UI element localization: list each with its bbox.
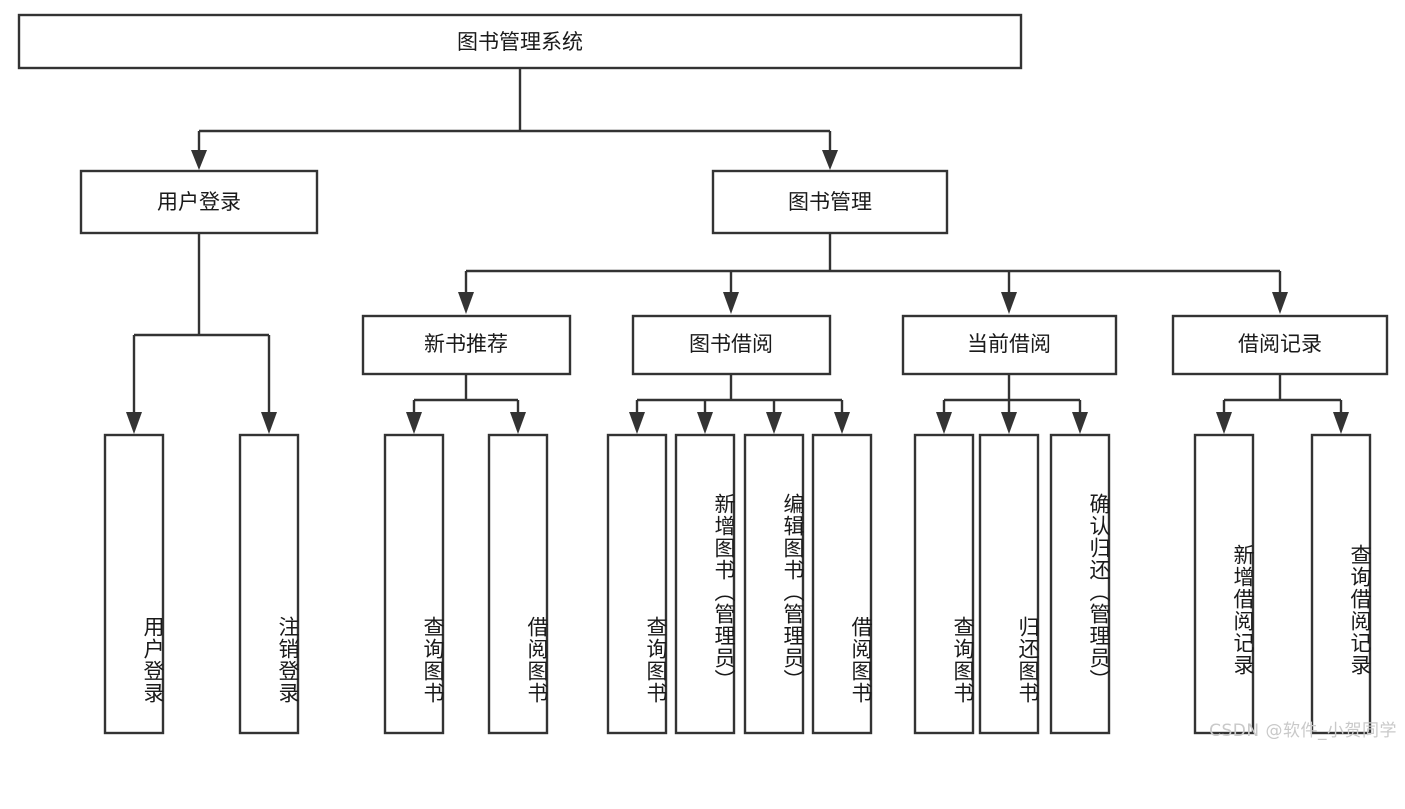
node-new-book-recommend-label: 新书推荐 xyxy=(424,332,508,356)
node-root-label: 图书管理系统 xyxy=(457,30,583,54)
node-book-borrow[interactable]: 图书借阅 xyxy=(631,314,832,376)
node-user-login[interactable]: 用户登录 xyxy=(79,169,319,235)
node-borrow-record[interactable]: 借阅记录 xyxy=(1171,314,1389,376)
arrow-head-leaf-borrow-book-1 xyxy=(510,412,526,434)
node-new-book-recommend[interactable]: 新书推荐 xyxy=(361,314,572,376)
arrow-head-leaf-edit-book xyxy=(766,412,782,434)
arrow-head-current-borrow xyxy=(1001,292,1017,314)
arrow-head-leaf-add-record xyxy=(1216,412,1232,434)
arrow-head-new-book-recommend xyxy=(458,292,474,314)
node-user-login-label: 用户登录 xyxy=(157,190,241,214)
leaf-box-add-record[interactable] xyxy=(1193,433,1255,735)
node-book-manage-box[interactable] xyxy=(711,169,949,235)
arrow-head-leaf-user-logout xyxy=(261,412,277,434)
node-book-borrow-label: 图书借阅 xyxy=(689,332,773,356)
leaf-box-query-book-2[interactable] xyxy=(606,433,668,735)
arrow-head-leaf-query-book-3 xyxy=(936,412,952,434)
arrow-head-leaf-query-book-1 xyxy=(406,412,422,434)
leaf-boxes-group xyxy=(103,433,1372,735)
arrow-head-leaf-query-record xyxy=(1333,412,1349,434)
node-user-login-box[interactable] xyxy=(79,169,319,235)
arrow-head-leaf-confirm-return xyxy=(1072,412,1088,434)
node-book-manage-label: 图书管理 xyxy=(788,190,872,214)
arrow-head-book-manage xyxy=(822,150,838,170)
node-current-borrow-box[interactable] xyxy=(901,314,1118,376)
node-root-box[interactable] xyxy=(17,13,1023,70)
leaf-box-add-book[interactable] xyxy=(674,433,736,735)
arrow-head-book-borrow xyxy=(723,292,739,314)
leaf-box-user-logout[interactable] xyxy=(238,433,300,735)
leaf-box-confirm-return[interactable] xyxy=(1049,433,1111,735)
leaf-box-edit-book[interactable] xyxy=(743,433,805,735)
leaf-box-borrow-book-1[interactable] xyxy=(487,433,549,735)
node-current-borrow[interactable]: 当前借阅 xyxy=(901,314,1118,376)
leaf-box-borrow-book-2[interactable] xyxy=(811,433,873,735)
arrow-head-leaf-user-login xyxy=(126,412,142,434)
arrow-head-leaf-borrow-book-2 xyxy=(834,412,850,434)
leaf-box-user-login[interactable] xyxy=(103,433,165,735)
diagram-canvas: 图书管理系统 用户登录 图书管理 新书推荐 图书借阅 当前借阅 借阅记录 xyxy=(17,13,1389,735)
diagram-root: 图书管理系统 用户登录 图书管理 新书推荐 图书借阅 当前借阅 借阅记录 xyxy=(17,13,1397,741)
connectors-group xyxy=(126,68,1349,434)
arrow-head-leaf-add-book xyxy=(697,412,713,434)
leaf-box-query-book-3[interactable] xyxy=(913,433,975,735)
arrow-head-user-login xyxy=(191,150,207,170)
node-new-book-recommend-box[interactable] xyxy=(361,314,572,376)
node-book-borrow-box[interactable] xyxy=(631,314,832,376)
arrow-head-leaf-return-book xyxy=(1001,412,1017,434)
node-root[interactable]: 图书管理系统 xyxy=(17,13,1023,70)
node-current-borrow-label: 当前借阅 xyxy=(967,332,1051,356)
node-borrow-record-box[interactable] xyxy=(1171,314,1389,376)
node-borrow-record-label: 借阅记录 xyxy=(1238,332,1322,356)
arrow-head-leaf-query-book-2 xyxy=(629,412,645,434)
leaf-box-query-record[interactable] xyxy=(1310,433,1372,735)
leaf-box-query-book-1[interactable] xyxy=(383,433,445,735)
node-book-manage[interactable]: 图书管理 xyxy=(711,169,949,235)
arrow-head-borrow-record xyxy=(1272,292,1288,314)
leaf-box-return-book[interactable] xyxy=(978,433,1040,735)
